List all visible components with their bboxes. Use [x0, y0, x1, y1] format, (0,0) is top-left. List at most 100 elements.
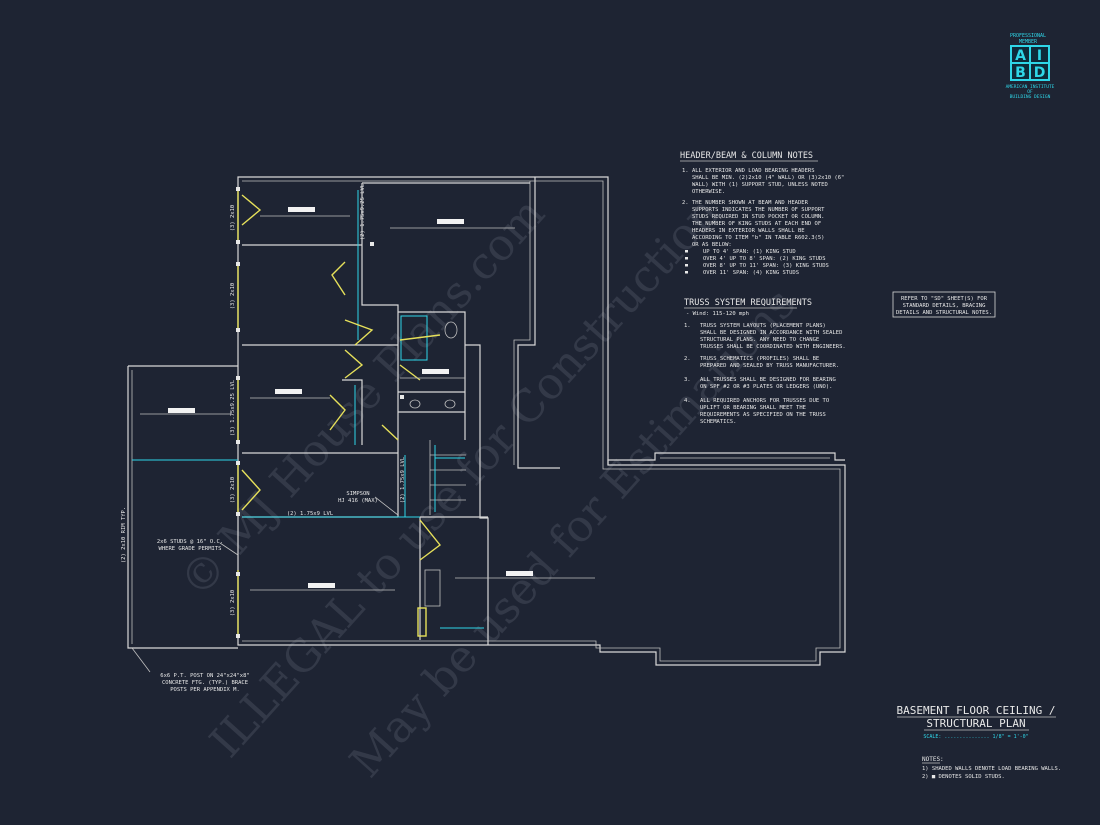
label-simpson-2: HJ 416 (MAX): [338, 498, 378, 504]
truss-item-4-l0: ALL REQUIRED ANCHORS FOR TRUSSES DUE TO: [700, 398, 829, 404]
logo-letter-d: D: [1034, 65, 1046, 81]
logo-letter-a: A: [1015, 48, 1026, 64]
logo-bottom-line3: BUILDING DESIGN: [1010, 94, 1051, 100]
wall-closet: [361, 183, 399, 312]
wall-right-wing: [517, 177, 560, 469]
outer-wall-inner-line: [242, 180, 841, 662]
label-2x10-1: (3) 2x10: [230, 205, 236, 232]
truss-notes-wind: - Wind: 115-120 mph: [686, 311, 749, 317]
door-swings: [329, 261, 441, 561]
refer-box: REFER TO "SD" SHEET(S) FOR STANDARD DETA…: [892, 291, 996, 318]
tag-2: [437, 219, 464, 224]
truss-item-3-l0: ALL TRUSSES SHALL BE DESIGNED FOR BEARIN…: [700, 377, 836, 383]
deck-outline: [127, 365, 238, 649]
refer-line-2: DETAILS AND STRUCTURAL NOTES.: [896, 310, 992, 316]
sink-2: [444, 399, 456, 409]
header-notes-l2-1: SUPPORTS INDICATES THE NUMBER OF SUPPORT: [692, 207, 825, 213]
header-notes-bullet-0: UP TO 4' SPAN: (1) KING STUD: [703, 249, 796, 255]
tag-4: [275, 389, 302, 394]
header-notes-n1: 1.: [682, 168, 689, 174]
label-post-2: CONCRETE FTG. (TYP.) BRACE: [162, 680, 248, 686]
water-heater: [424, 569, 441, 607]
header-notes-l1-1: SHALL BE MIN. (2)2x10 (4" WALL) OR (3)2x…: [692, 175, 844, 181]
truss-item-1-l2: STRUCTURAL PLANS. ANY NEED TO CHANGE: [700, 337, 819, 343]
stair-rail: [434, 445, 465, 512]
label-2x10-4: (3) 2x10: [230, 590, 236, 617]
logo-top-line2: MEMBER: [1019, 39, 1038, 45]
label-2x10-3: (3) 2x10: [230, 477, 236, 504]
toilet: [444, 321, 458, 339]
bathtub: [400, 315, 428, 361]
plan-scale: SCALE: ............... 1/8" = 1'-0": [923, 734, 1028, 740]
leader-lines: [131, 496, 399, 673]
truss-item-1-l1: SHALL BE DESIGNED IN ACCORDANCE WITH SEA…: [700, 330, 842, 336]
header-notes-bullet-3: OVER 11' SPAN: (4) KING STUDS: [703, 270, 799, 276]
tag-1: [288, 207, 315, 212]
truss-item-3-l1: ON SPF #2 OR #3 PLATES OR LEDGERS (UNO).: [700, 384, 832, 390]
stair: [429, 440, 466, 515]
truss-item-3-n: 3.: [684, 377, 691, 383]
logo-bottom-line1: AMERICAN INSTITUTE: [1006, 84, 1055, 90]
header-notes-l2-4: HEADERS IN EXTERIOR WALLS SHALL BE: [692, 228, 805, 234]
label-simpson-1: SIMPSON: [346, 491, 369, 497]
door-swing-1: [241, 194, 262, 511]
header-notes-l2-0: THE NUMBER SHOWN AT BEAM AND HEADER: [692, 200, 809, 206]
truss-item-4-l3: SCHEMATICS.: [700, 419, 736, 425]
label-lvl-1: (3) 1.75x9.25 LVL: [230, 379, 236, 436]
span-lines: [140, 215, 595, 591]
logo-tile-d: [1029, 62, 1050, 81]
notes-title: NOTES:: [922, 756, 944, 763]
header-notes-n2: 2.: [682, 200, 689, 206]
label-lvl-3: (2) 1.75x9 LVL: [400, 456, 406, 503]
header-notes-l2-6: OR AS BELOW:: [692, 242, 732, 248]
logo-bottom-line2: OF: [1027, 89, 1033, 95]
legend-notes: NOTES: 1) SHADED WALLS DENOTE LOAD BEARI…: [922, 756, 1061, 780]
floor-plan: [127, 176, 846, 666]
truss-item-1-n: 1.: [684, 323, 691, 329]
tag-6: [308, 583, 335, 588]
header-notes-bullet-2: OVER 8' UP TO 11' SPAN: (3) KING STUDS: [703, 263, 829, 269]
bullet-squares: [685, 250, 688, 274]
header-notes-l1-3: OTHERWISE.: [692, 189, 725, 195]
truss-item-4-l2: REQUIREMENTS AS SPECIFIED ON THE TRUSS: [700, 412, 826, 418]
logo-letter-i: I: [1037, 48, 1042, 64]
header-notes-l2-5: ACCORDING TO ITEM "b" IN TABLE R602.3(5): [692, 235, 824, 241]
tag-7: [506, 571, 533, 576]
header-notes-l2-3: THE NUMBER OF KING STUDS AT EACH END OF: [692, 221, 821, 227]
wall-stair-right: [465, 344, 489, 645]
header-notes-bullet-1: OVER 4' UP TO 8' SPAN: (2) KING STUDS: [703, 256, 826, 262]
notes-line-2: 2) ■ DENOTES SOLID STUDS.: [922, 774, 1005, 780]
label-post-1: 6x6 P.T. POST ON 24"x24"x8": [160, 673, 249, 679]
label-studs-1: 2x6 STUDS @ 16" O.C.: [157, 539, 223, 545]
solid-studs: [236, 187, 404, 638]
joist-arrows: [140, 207, 595, 591]
label-2x10-2: (3) 2x10: [230, 283, 236, 310]
notes-line-1: 1) SHADED WALLS DENOTE LOAD BEARING WALL…: [922, 766, 1061, 772]
wall-closet-2: [342, 379, 363, 445]
door-swings-2: [399, 334, 441, 381]
refer-line-1: STANDARD DETAILS, BRACING: [903, 303, 986, 309]
logo-letter-b: B: [1015, 65, 1026, 81]
label-lvl-2: (2) 1.75x9.25 LVL: [360, 183, 366, 240]
truss-item-2-n: 2.: [684, 356, 691, 362]
wall-garage-top: [607, 452, 845, 465]
header-notes-l1-2: WALL) WITH (1) SUPPORT STUD, UNLESS NOTE…: [692, 182, 828, 188]
header-beam-notes: HEADER/BEAM & COLUMN NOTES 1. ALL EXTERI…: [680, 151, 844, 276]
sink-1: [409, 399, 421, 409]
truss-item-2-l0: TRUSS SCHEMATICS (PROFILES) SHALL BE: [700, 356, 819, 362]
refer-line-0: REFER TO "SD" SHEET(S) FOR: [901, 296, 988, 302]
plan-title-line1: BASEMENT FLOOR CEILING /: [897, 704, 1056, 717]
truss-notes-title: TRUSS SYSTEM REQUIREMENTS: [684, 298, 812, 308]
plan-title-line2: STRUCTURAL PLAN: [926, 717, 1025, 730]
label-lvl-4: (2) 1.75x9 LVL: [287, 511, 334, 517]
truss-item-4-n: 4.: [684, 398, 691, 404]
logo-top-line1: PROFESSIONAL: [1010, 33, 1046, 39]
header-notes-l2-2: STUDS REQUIRED IN STUD POCKET OR COLUMN.: [692, 214, 824, 220]
wall-right-wing-inner: [513, 181, 531, 465]
truss-notes: TRUSS SYSTEM REQUIREMENTS - Wind: 115-12…: [684, 298, 846, 425]
header-notes-l1-0: ALL EXTERIOR AND LOAD BEARING HEADERS: [692, 168, 815, 174]
truss-item-2-l1: PREPARED AND SEALED BY TRUSS MANUFACTURE…: [700, 363, 839, 369]
tag-5: [168, 408, 195, 413]
truss-item-4-l1: UPLIFT OR BEARING SHALL MEET THE: [700, 405, 806, 411]
refer-box-frame: [892, 291, 996, 318]
